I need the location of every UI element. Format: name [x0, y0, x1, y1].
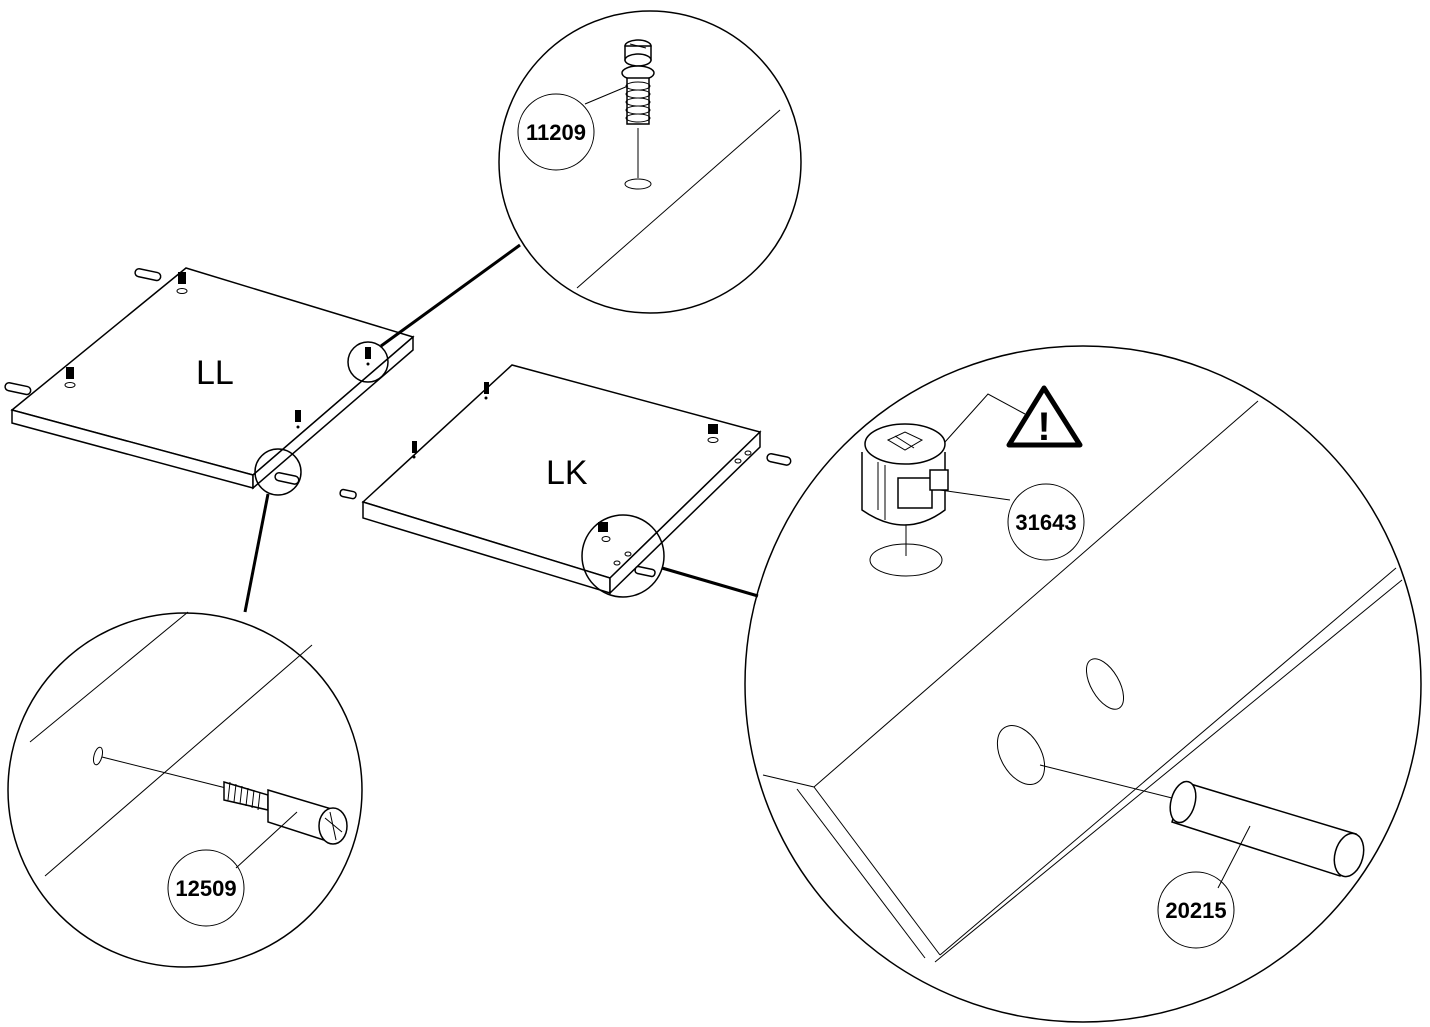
leader-line	[661, 566, 759, 598]
detail-marker-top	[347, 341, 389, 383]
cam-bolt-icon	[176, 272, 188, 294]
part-number-20215: 20215	[1165, 898, 1226, 923]
cam-bolt-icon	[365, 347, 371, 366]
detail-marker-corner	[581, 514, 665, 598]
detail-circle	[7, 612, 363, 968]
drill-hole	[996, 725, 1046, 785]
cam-bolt-icon	[484, 382, 489, 400]
warning-triangle-icon: !	[1006, 385, 1083, 449]
dowel-icon	[339, 488, 357, 500]
drill-hole	[624, 178, 652, 190]
leader-line	[243, 493, 270, 613]
dowel-icon	[634, 565, 656, 578]
part-callout-12509	[167, 849, 245, 927]
detail-cam-lock-dowel: 20215 31643 !	[744, 345, 1422, 1023]
part-callout-20215	[1157, 871, 1235, 949]
leader-line	[380, 243, 521, 348]
dowel-icon	[134, 267, 162, 282]
panel-ll-label: LL	[196, 354, 234, 392]
dowel-icon	[766, 452, 792, 466]
cam-bolt-icon	[64, 367, 76, 388]
panel-lk-label: LK	[546, 454, 588, 492]
detail-circle	[744, 345, 1422, 1023]
detail-cam-bolt-side: 12509	[7, 611, 363, 968]
detail-circle	[498, 10, 802, 314]
dowel-icon	[1169, 780, 1365, 878]
panel-ll: LL	[4, 267, 415, 490]
part-number-11209: 11209	[526, 120, 586, 145]
cam-bolt-icon	[621, 39, 655, 125]
drill-hole	[869, 543, 943, 577]
cam-bolt-icon	[223, 780, 348, 845]
part-number-31643: 31643	[1015, 510, 1076, 535]
detail-cam-bolt-top: 11209	[498, 10, 802, 314]
drill-hole	[92, 746, 104, 766]
part-callout-11209	[517, 93, 595, 171]
cam-bolt-icon	[412, 441, 417, 459]
dowel-icon	[4, 381, 32, 396]
cam-lock-icon	[707, 424, 719, 443]
panel-lk: LK	[339, 364, 792, 595]
dowel-icon	[274, 471, 300, 485]
detail-marker-side	[254, 448, 302, 496]
drill-hole	[1085, 658, 1125, 710]
cam-lock-icon	[598, 522, 611, 542]
part-number-12509: 12509	[175, 876, 236, 901]
warning-symbol: !	[1037, 405, 1050, 449]
cam-bolt-icon	[295, 410, 301, 429]
part-callout-31643	[1007, 483, 1085, 561]
cam-lock-icon	[861, 423, 949, 526]
